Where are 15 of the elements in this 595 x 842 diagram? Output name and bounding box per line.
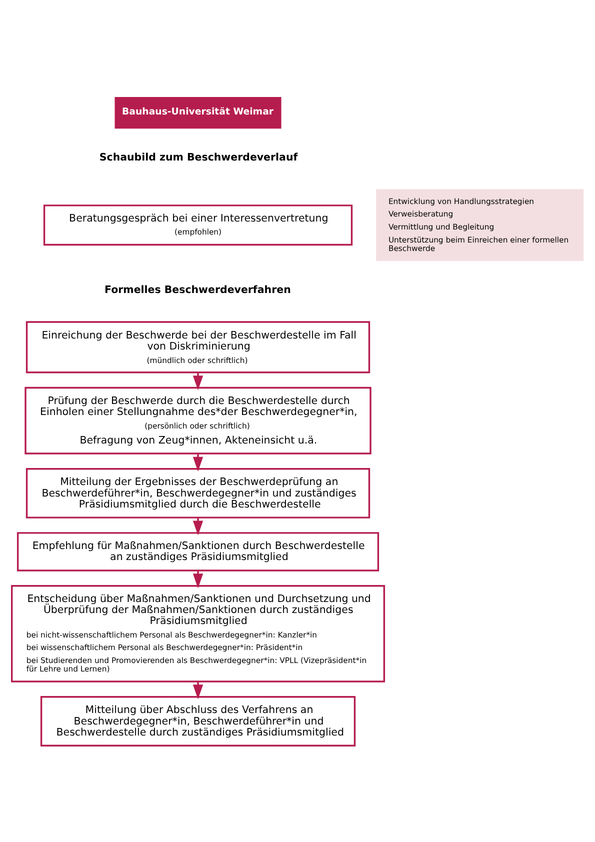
label: Formelles Beschwerdeverfahren [104,284,291,296]
arrow [192,681,204,699]
node-box: Einreichung der Beschwerde bei der Beschwerdestelle im Fall von Diskriminierung (mündlich oder schriftlich) [26,320,370,373]
label: Schaubild zum Beschwerdeverlauf [99,151,298,164]
node-box: Empfehlung für Maßnahmen/Sanktionen durch Beschwerdestelle an zuständiges Präsidiumsmitglied [16,532,380,571]
node-box: Entwicklung von Handlungsstrategien Verweisberatung Vermittlung und Begleitung Unterstützung beim Einreichen einer formellen Beschwerde [376,188,584,260]
label: Bauhaus-Universität Weimar [122,106,274,117]
arrow [192,517,204,535]
arrow [192,372,204,390]
node-box: Prüfung der Beschwerde durch die Beschwerdestelle durch Einholen einer Stellungnahme des*der Beschwerdegegner*in, (persönlich oder schriftlich) Befragung von Zeug*innen, Akteneinsicht u.ä. [24,386,372,454]
node-box: Beratungsgespräch bei einer Interessenvertretung (empfohlen) [43,204,353,246]
node-box: Mitteilung über Abschluss des Verfahrens an Beschwerdegegner*in, Beschwerdeführer*in und Beschwerdestelle durch zuständiges Präsidiumsmitglied [40,696,356,746]
arrow [192,453,204,471]
node-box: Entscheidung über Maßnahmen/Sanktionen und Durchsetzung und Überprüfung der Maßnahmen/Sanktionen durch zuständiges Präsidiumsmitglied bei nicht-wissenschaftlichem Personal als Beschwerdegegner*in: Kanzler*in bei wissenschaftlichem Personal als Beschwerdegegner*in: Präsident*in bei Studierenden und Promovierenden als Beschwerdegegner*in: VPLL (Vizepräsident*in für Lehre und Lernen) [11,584,386,682]
node-box: Mitteilung der Ergebnisses der Beschwerdeprüfung an Beschwerdeführer*in, Beschwerdegegner*in und zuständiges Präsidiumsmitglied durch die Beschwerdestelle [26,468,370,518]
